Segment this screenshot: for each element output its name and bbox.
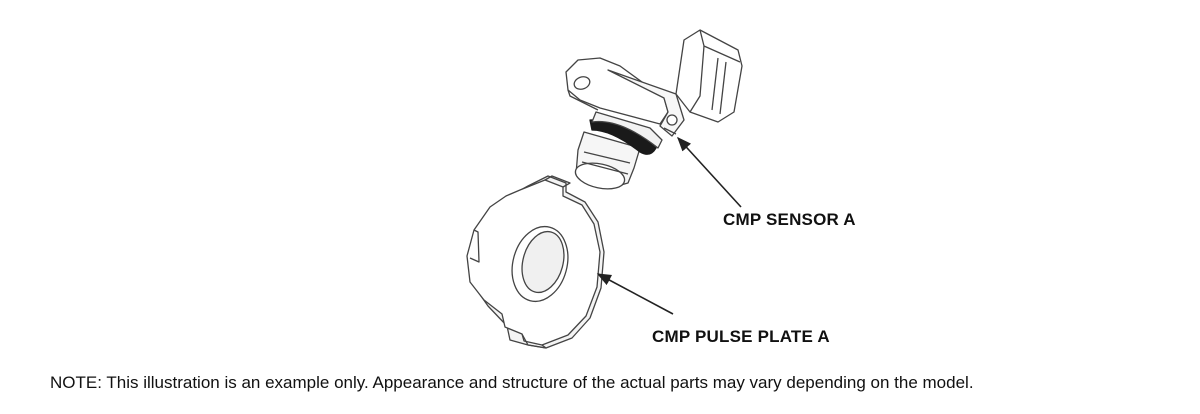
cmp-pulse-plate-drawing bbox=[466, 175, 605, 349]
sensor-leader-arrow bbox=[677, 136, 742, 208]
cmp-sensor-drawing bbox=[565, 29, 743, 190]
cmp-sensor-label: CMP SENSOR A bbox=[723, 210, 856, 229]
pulse-plate-leader-arrow bbox=[596, 273, 674, 315]
illustration-note: NOTE: This illustration is an example on… bbox=[50, 373, 974, 392]
cmp-pulse-plate-label: CMP PULSE PLATE A bbox=[652, 327, 830, 346]
